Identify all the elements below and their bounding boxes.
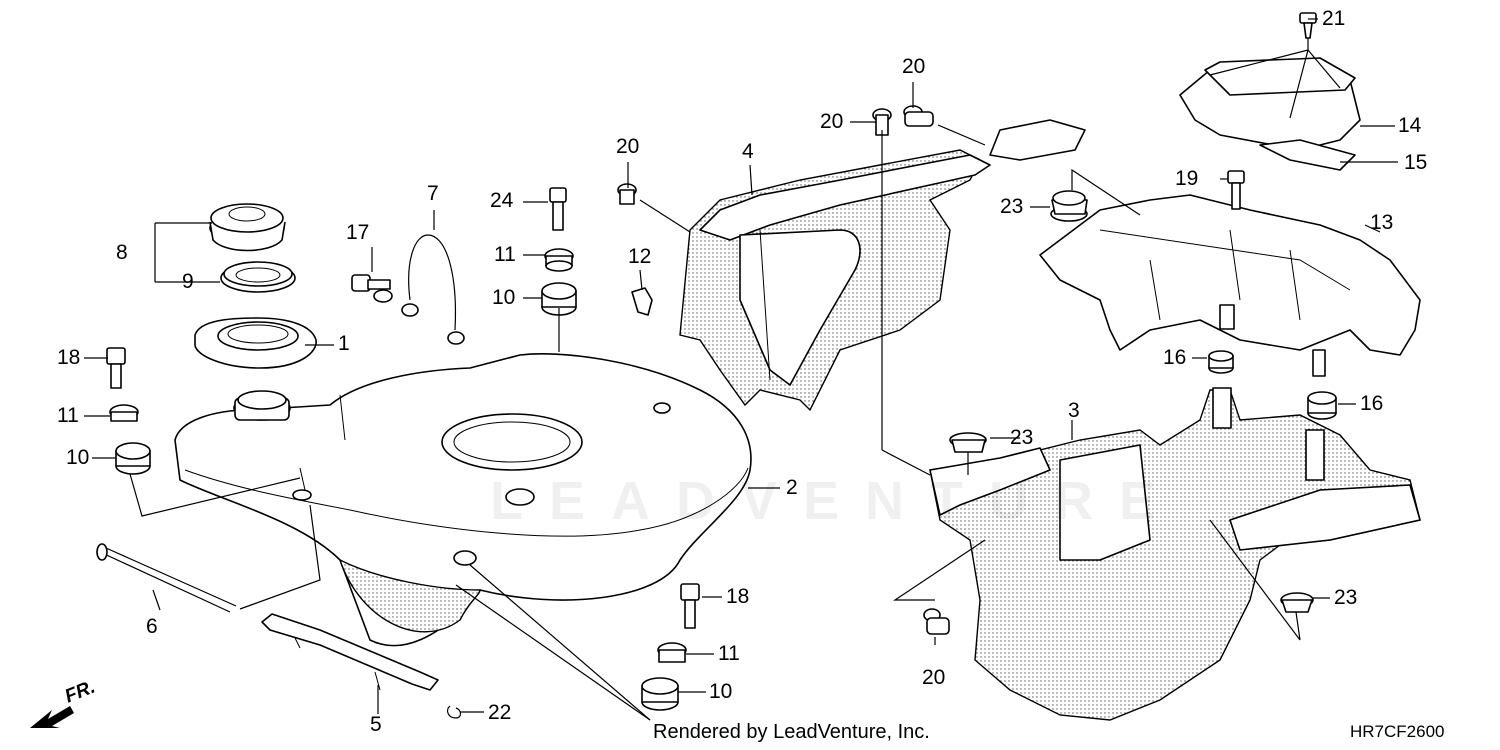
- filler-ring: [194, 317, 317, 369]
- callout-21: 21: [1322, 7, 1346, 30]
- callout-16-b: 16: [1360, 392, 1384, 415]
- callout-11-top: 11: [494, 243, 516, 266]
- callout-4: 4: [742, 140, 754, 163]
- callout-5: 5: [370, 713, 382, 736]
- battery-tray: [1039, 194, 1421, 377]
- callout-9: 9: [182, 270, 194, 293]
- callout-11-bottom: 11: [718, 642, 740, 665]
- front-arrow-icon: [30, 706, 74, 728]
- watermark: LEADVENTURE: [490, 471, 1182, 531]
- callout-11-left: 11: [57, 404, 79, 427]
- grommet-10-top: [541, 282, 577, 316]
- fuel-cap: [209, 203, 286, 252]
- callout-24: 24: [490, 189, 514, 212]
- screw-19: [1227, 170, 1245, 210]
- callout-20-a: 20: [616, 135, 640, 158]
- grommet-16-b: [1307, 391, 1337, 420]
- tank-strap: [261, 613, 439, 691]
- lower-panel: [929, 387, 1421, 721]
- side-panel: [679, 119, 1086, 412]
- callout-1: 1: [338, 332, 350, 355]
- grommet-10-bottom: [641, 677, 679, 711]
- grommet-23-mid: [949, 432, 987, 453]
- callout-6: 6: [146, 615, 158, 638]
- callout-16-a: 16: [1163, 346, 1187, 369]
- callout-23-mid: 23: [1010, 426, 1034, 449]
- callout-17: 17: [346, 221, 370, 244]
- leader-lines: [84, 18, 1398, 721]
- clip-22: [446, 705, 462, 719]
- callout-10-top: 10: [492, 286, 516, 309]
- fuel-tank: [174, 352, 752, 647]
- clip-20-a: [617, 183, 637, 205]
- callout-23-right: 23: [1334, 586, 1358, 609]
- grommet-23-right: [1280, 592, 1314, 613]
- callout-13: 13: [1370, 211, 1394, 234]
- clip-12: [631, 287, 653, 316]
- bolt-17: [351, 274, 393, 303]
- callout-12: 12: [628, 245, 652, 268]
- callout-15: 15: [1404, 151, 1428, 174]
- grommet-16-a: [1208, 350, 1234, 374]
- washer-11-left: [109, 404, 139, 422]
- credit-text: Rendered by LeadVenture, Inc.: [653, 721, 930, 743]
- screw-21: [1299, 12, 1317, 39]
- callout-20-b: 20: [820, 110, 844, 133]
- callout-3: 3: [1068, 399, 1080, 422]
- callout-7: 7: [427, 182, 439, 205]
- diagram-code: HR7CF2600: [1350, 722, 1445, 741]
- clip-20-c: [903, 105, 934, 127]
- callout-18-bottom: 18: [726, 585, 750, 608]
- grommet-23-top: [1050, 190, 1088, 222]
- callout-10-left: 10: [66, 446, 90, 469]
- bolt-24: [549, 187, 567, 231]
- callout-10-bottom: 10: [709, 680, 733, 703]
- callout-23-top: 23: [1000, 195, 1024, 218]
- bolt-18-left: [106, 347, 126, 389]
- mounting-rod: [96, 543, 237, 613]
- clip-20-b: [872, 108, 892, 136]
- cap-strap: [401, 234, 465, 345]
- bolt-18-bottom: [680, 583, 700, 629]
- callout-8: 8: [116, 241, 128, 264]
- callout-22: 22: [488, 701, 512, 724]
- callout-14: 14: [1398, 114, 1422, 137]
- grommet-10-left: [115, 442, 151, 475]
- washer-11-bottom: [657, 642, 687, 663]
- callout-20-d: 20: [922, 666, 946, 689]
- callout-19: 19: [1175, 167, 1199, 190]
- callout-20-c: 20: [902, 55, 926, 78]
- callout-18-left: 18: [57, 346, 81, 369]
- cap-gasket: [220, 261, 296, 293]
- callout-2: 2: [786, 476, 798, 499]
- battery-cover: [1179, 57, 1361, 171]
- washer-11-top: [544, 248, 574, 272]
- clip-20-d: [923, 608, 950, 635]
